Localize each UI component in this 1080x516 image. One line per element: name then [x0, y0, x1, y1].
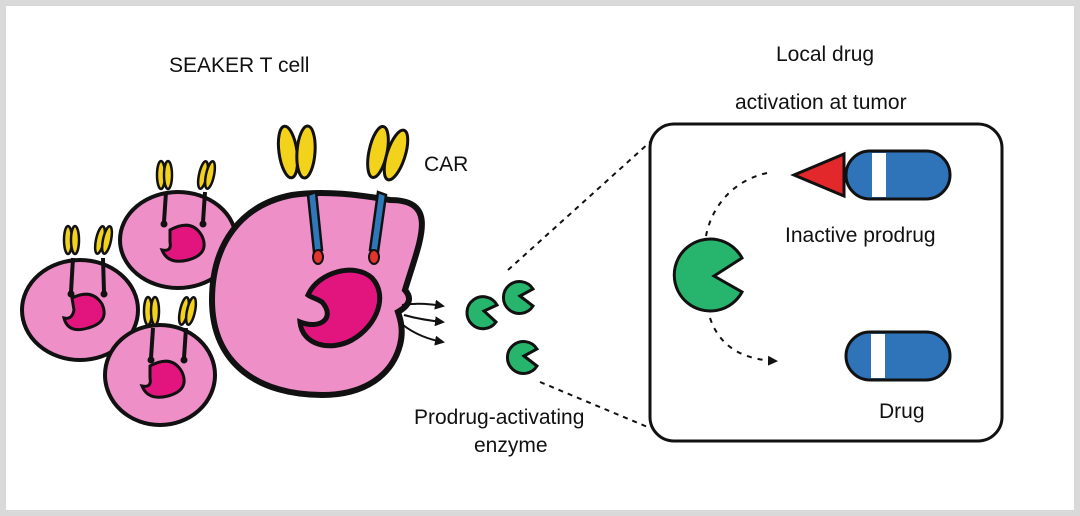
capsule — [844, 330, 952, 382]
nucleus — [297, 267, 383, 349]
secreted-enzymes — [465, 280, 540, 375]
small-t-cell-2 — [118, 159, 238, 290]
car-tip — [312, 249, 324, 265]
small-t-cell-1 — [20, 224, 140, 362]
secretion-arrows — [401, 299, 445, 346]
nucleus — [159, 223, 206, 263]
tumor-inset — [648, 122, 1004, 443]
enzyme-pacman — [506, 340, 540, 375]
car-label: CAR — [424, 153, 469, 176]
drug-label: Drug — [879, 400, 925, 423]
seaker-t-cell-label: SEAKER T cell — [169, 54, 310, 77]
car-transmembrane — [306, 190, 324, 254]
inactive-prodrug-icon — [790, 149, 952, 201]
enzyme-pacman — [502, 280, 536, 315]
small-t-cell-3 — [103, 295, 217, 427]
car-receptor — [93, 225, 114, 298]
inset-enzyme — [672, 237, 745, 313]
enzyme-label-line2: enzyme — [474, 434, 548, 457]
drug-icon — [844, 330, 952, 382]
capsule — [844, 149, 952, 201]
car-receptor — [276, 124, 324, 265]
car-receptor — [62, 224, 81, 298]
car-receptor — [177, 296, 198, 364]
seaker-t-cell — [208, 124, 425, 399]
car-receptor — [366, 124, 410, 265]
zoom-lines — [507, 141, 651, 429]
nucleus — [61, 292, 106, 332]
enzyme-label-line1: Prodrug-activating — [414, 406, 585, 429]
nucleus — [139, 359, 186, 399]
activation-arrows — [705, 171, 778, 366]
car-receptor — [196, 160, 217, 228]
local-drug-label: Local drug — [776, 43, 875, 66]
inactive-prodrug-label: Inactive prodrug — [785, 224, 936, 247]
activation-at-tumor-label: activation at tumor — [735, 91, 907, 114]
enzyme-pacman — [465, 295, 500, 331]
seaker-diagram — [20, 122, 1004, 443]
car-tip — [368, 249, 380, 265]
car-receptor — [142, 295, 161, 364]
car-receptor — [155, 159, 174, 228]
prodrug-mask-triangle — [790, 151, 846, 199]
